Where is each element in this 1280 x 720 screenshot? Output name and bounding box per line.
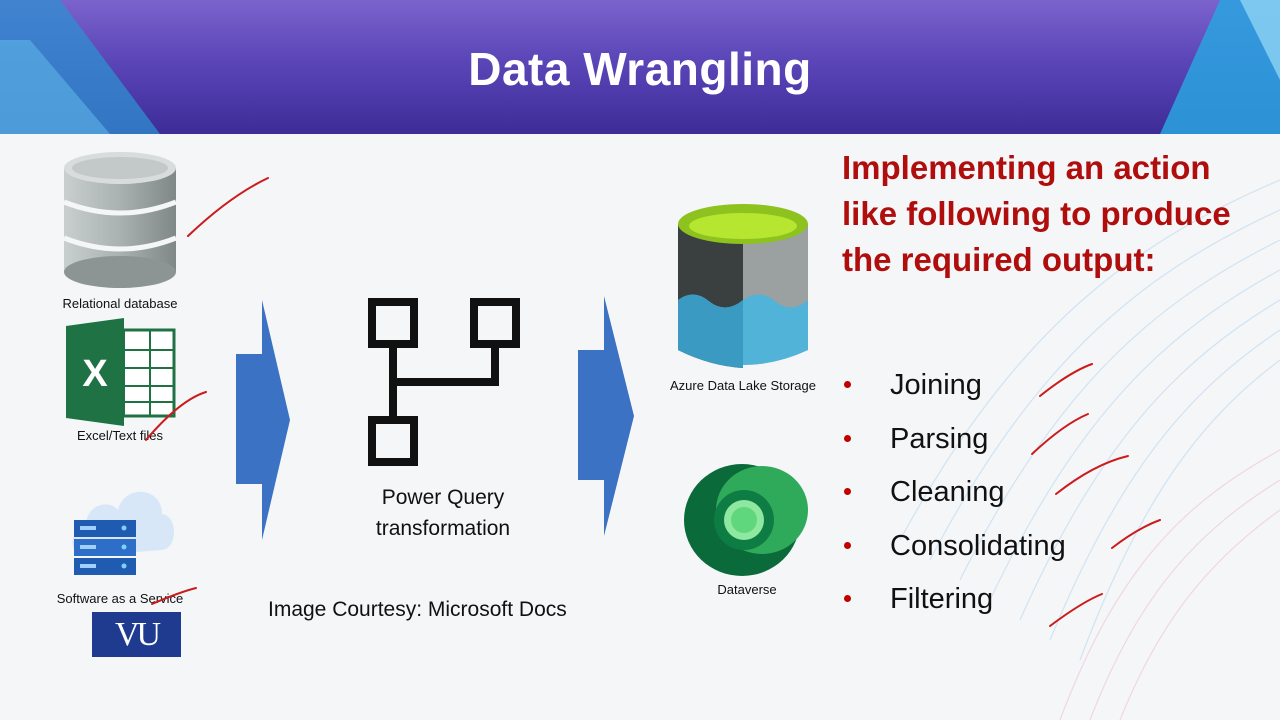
destination-label-data-lake: Azure Data Lake Storage bbox=[670, 378, 816, 393]
bullet-dot bbox=[844, 381, 851, 388]
database-icon bbox=[63, 152, 177, 288]
action-heading: Implementing an action like following to… bbox=[842, 149, 1231, 278]
list-item-label: Consolidating bbox=[890, 529, 1066, 562]
power-query-label: Power Query transformation bbox=[375, 486, 511, 540]
list-item: Joining bbox=[840, 360, 1066, 414]
excel-icon: X bbox=[66, 318, 176, 426]
destination-label-dataverse: Dataverse bbox=[717, 582, 777, 597]
header-decoration-left bbox=[0, 0, 160, 134]
dataverse-icon bbox=[684, 464, 808, 576]
list-item: Cleaning bbox=[840, 467, 1066, 521]
slide-title: Data Wrangling bbox=[468, 43, 812, 95]
list-item-label: Joining bbox=[890, 369, 982, 401]
bullet-dot bbox=[844, 434, 851, 442]
vu-logo: VU bbox=[92, 612, 181, 657]
list-item-label: Parsing bbox=[890, 422, 989, 455]
source-label-excel: Excel/Text files bbox=[77, 428, 163, 443]
bullet-dot bbox=[844, 488, 851, 495]
flow-arrow-right bbox=[578, 296, 634, 536]
list-item-label: Filtering bbox=[890, 583, 994, 615]
background-swirl bbox=[899, 179, 1280, 720]
svg-text:X: X bbox=[82, 353, 108, 395]
bullet-dot bbox=[844, 595, 851, 602]
source-label-database: Relational database bbox=[62, 296, 178, 311]
image-courtesy: Image Courtesy: Microsoft Docs bbox=[268, 598, 567, 621]
bullet-dot bbox=[844, 541, 851, 549]
header-decoration-right bbox=[1160, 0, 1280, 134]
saas-cloud-icon bbox=[72, 491, 174, 575]
list-item: Consolidating bbox=[840, 521, 1066, 575]
list-item: Parsing bbox=[840, 414, 1066, 468]
power-query-icon bbox=[368, 298, 520, 466]
flow-arrow-left bbox=[236, 300, 290, 540]
annotation-tick bbox=[187, 177, 269, 237]
source-label-saas: Software as a Service bbox=[56, 591, 184, 606]
action-list: Joining Parsing Cleaning Consolidating F… bbox=[840, 360, 1066, 628]
list-item-label: Cleaning bbox=[890, 476, 1005, 508]
header-banner: Data Wrangling bbox=[0, 0, 1280, 134]
data-lake-icon bbox=[678, 204, 808, 368]
list-item: Filtering bbox=[840, 574, 1066, 628]
